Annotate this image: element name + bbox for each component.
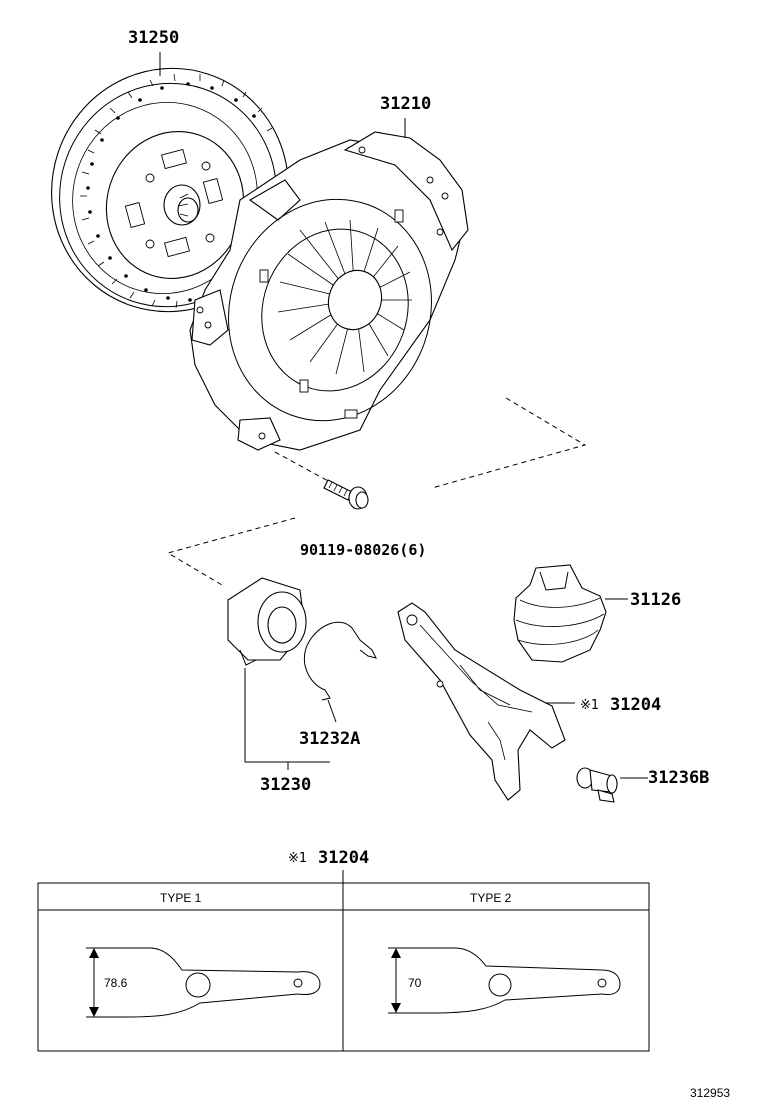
bolt-drawing	[323, 479, 369, 510]
type1-dimension: 78.6	[104, 976, 128, 990]
clutch-cover-drawing	[189, 131, 469, 451]
bearing-part-number: 31230	[260, 775, 311, 795]
type2-header: TYPE 2	[470, 891, 512, 905]
table-part-number: 31204	[318, 848, 369, 868]
pivot-stud-drawing	[576, 767, 618, 803]
bolt-leader	[274, 451, 331, 483]
type2-fork-outline	[388, 947, 621, 1014]
bearing-clip-drawing	[304, 621, 377, 701]
type1-header: TYPE 1	[160, 891, 202, 905]
release-bearing-drawing	[227, 577, 307, 666]
clip-part-number: 31232A	[299, 729, 360, 749]
stud-part-number: 31236B	[648, 768, 709, 788]
disc-part-number: 31250	[128, 28, 179, 48]
cover-part-number: 31210	[380, 94, 431, 114]
alignment-line-left	[166, 517, 296, 586]
illustration-number: 312953	[690, 1086, 730, 1100]
alignment-line-right	[431, 397, 587, 489]
fork-part-number: 31204	[610, 695, 661, 715]
boot-drawing	[513, 564, 607, 663]
type1-fork-outline	[86, 947, 321, 1018]
fork-type-table: TYPE 1 TYPE 2 78.6 70	[37, 882, 650, 1052]
table-mark: ※1	[288, 851, 307, 866]
fork-mark: ※1	[580, 698, 599, 713]
type2-dimension: 70	[408, 976, 422, 990]
release-fork-drawing	[397, 602, 566, 801]
boot-part-number: 31126	[630, 590, 681, 610]
bolt-part-number: 90119-08026(6)	[300, 541, 426, 559]
